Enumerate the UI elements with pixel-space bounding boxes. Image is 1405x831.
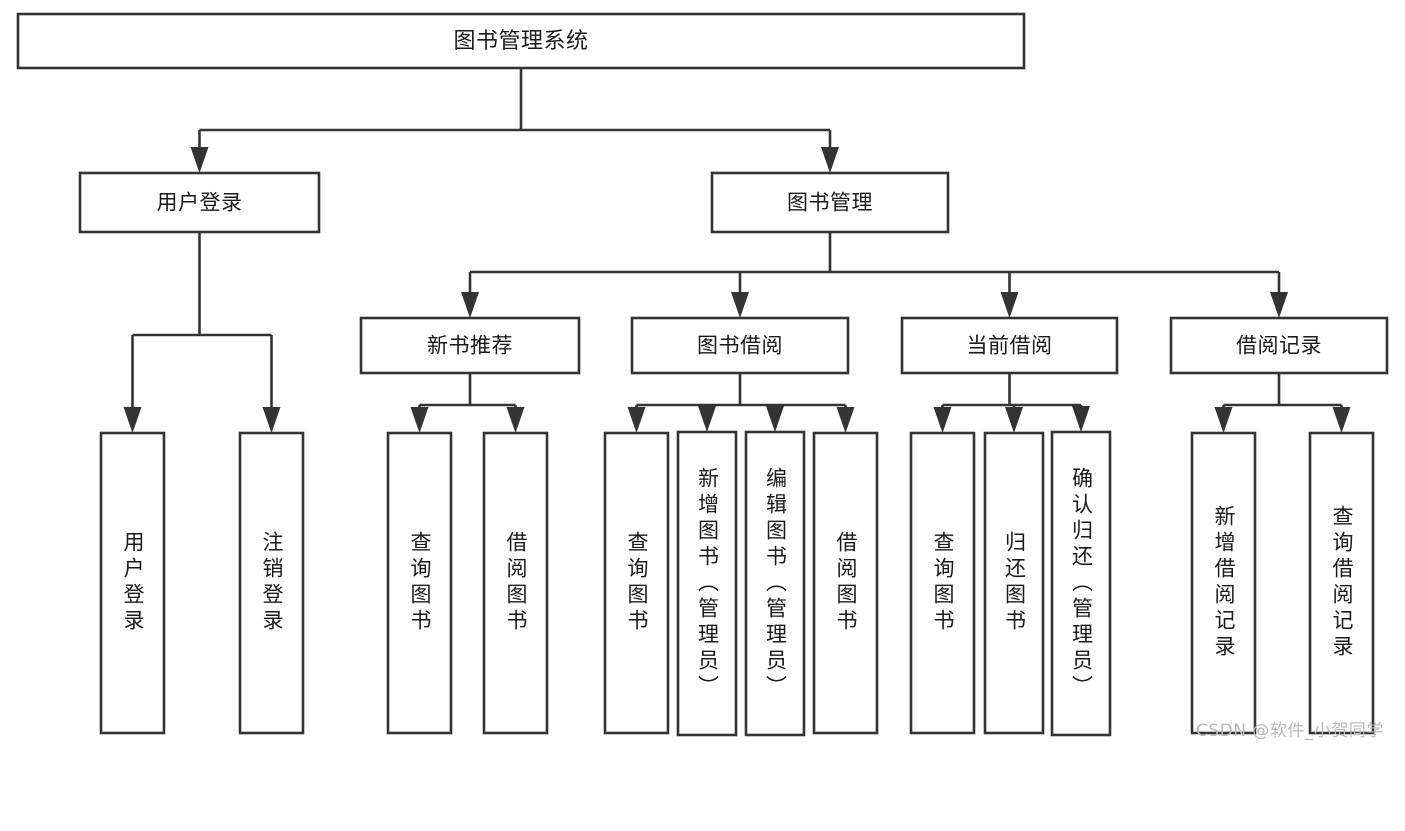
node-box-leaf-edit-book[interactable] [744,430,806,737]
node-box-leaf-confirm-return[interactable] [1050,430,1112,737]
node-box-borrow-record[interactable] [1169,316,1389,375]
node-box-book-borrow[interactable] [630,316,850,375]
node-box-leaf-return-book[interactable] [983,431,1045,735]
boxes-layer [16,12,1389,737]
node-box-new-book-recommend[interactable] [359,316,581,375]
watermark-text: CSDN @软件_小贺同学 [1196,721,1384,741]
arrow-down-icon-new-book-recommend [461,292,479,318]
arrow-down-icon-leaf-query-record [1332,407,1351,433]
arrow-down-icon-book-borrow [731,292,749,318]
arrow-down-icon-book-manage [821,147,839,173]
node-label-new-book-recommend: 新书推荐 [427,334,513,358]
arrow-down-icon-leaf-confirm-return [1072,406,1090,432]
node-box-book-manage[interactable] [710,171,950,234]
connectors-layer [123,68,1351,433]
arrow-down-icon-leaf-query-book-2 [627,407,646,433]
diagram-canvas: 图书管理系统用户登录图书管理新书推荐图书借阅当前借阅借阅记录 用户登录注销登录查… [16,12,1389,741]
arrow-down-icon-borrow-record [1270,292,1288,318]
node-box-leaf-user-login[interactable] [99,431,166,735]
node-box-current-borrow[interactable] [900,316,1119,375]
arrow-down-icon-leaf-add-record [1214,407,1233,433]
arrow-down-icon-leaf-user-login [123,407,142,433]
node-box-root[interactable] [16,12,1026,70]
node-box-leaf-add-record[interactable] [1190,431,1257,735]
node-box-leaf-borrow-book-2[interactable] [812,431,879,735]
node-box-leaf-borrow-book-1[interactable] [482,431,549,735]
node-label-book-borrow: 图书借阅 [697,334,783,358]
arrow-down-icon-leaf-edit-book [766,406,784,432]
node-label-book-manage: 图书管理 [787,191,873,215]
node-box-leaf-query-book-2[interactable] [603,431,670,735]
arrow-down-icon-leaf-return-book [1005,407,1023,433]
node-label-borrow-record: 借阅记录 [1236,334,1322,358]
node-label-user-login: 用户登录 [157,191,243,215]
node-label-current-borrow: 当前借阅 [967,334,1053,358]
arrow-down-icon-leaf-add-book [698,406,716,432]
arrow-down-icon-user-login [190,147,209,173]
arrow-down-icon-leaf-borrow-book-2 [836,407,855,433]
arrow-down-icon-current-borrow [1000,292,1019,318]
node-box-leaf-query-book-1[interactable] [386,431,453,735]
arrow-down-icon-leaf-borrow-book-1 [506,407,525,433]
node-box-leaf-user-logout[interactable] [238,431,305,735]
node-label-root: 图书管理系统 [453,29,588,54]
node-box-leaf-query-record[interactable] [1308,431,1375,735]
node-box-user-login[interactable] [78,171,321,234]
arrow-down-icon-leaf-query-book-1 [410,407,429,433]
arrow-down-icon-leaf-query-book-3 [933,407,952,433]
node-box-leaf-query-book-3[interactable] [909,431,976,735]
arrow-down-icon-leaf-user-logout [262,407,281,433]
node-box-leaf-add-book[interactable] [676,430,738,737]
